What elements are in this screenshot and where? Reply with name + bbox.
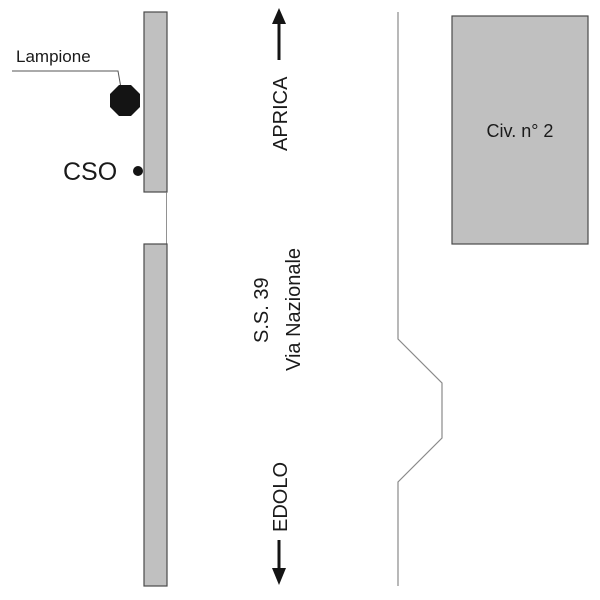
sidewalk-upper: [143, 11, 168, 193]
sidewalk-lower: [143, 243, 168, 587]
direction-north-label: APRICA: [270, 76, 292, 151]
building-civ-2: [451, 15, 589, 245]
dot-icon: [133, 166, 143, 176]
lamp-label: Lampione: [16, 47, 91, 66]
lamp-leader-line: [12, 70, 122, 89]
octagon-lamp-icon: [110, 85, 140, 116]
road-name-label: Via Nazionale: [283, 248, 305, 371]
building-label: Civ. n° 2: [487, 121, 554, 141]
cso-label: CSO: [63, 158, 117, 186]
arrow-up-icon: [272, 8, 286, 60]
road-edge-line: [397, 12, 443, 586]
direction-south-label: EDOLO: [270, 462, 292, 532]
arrow-down-icon: [272, 540, 286, 585]
road-code-label: S.S. 39: [251, 277, 273, 343]
